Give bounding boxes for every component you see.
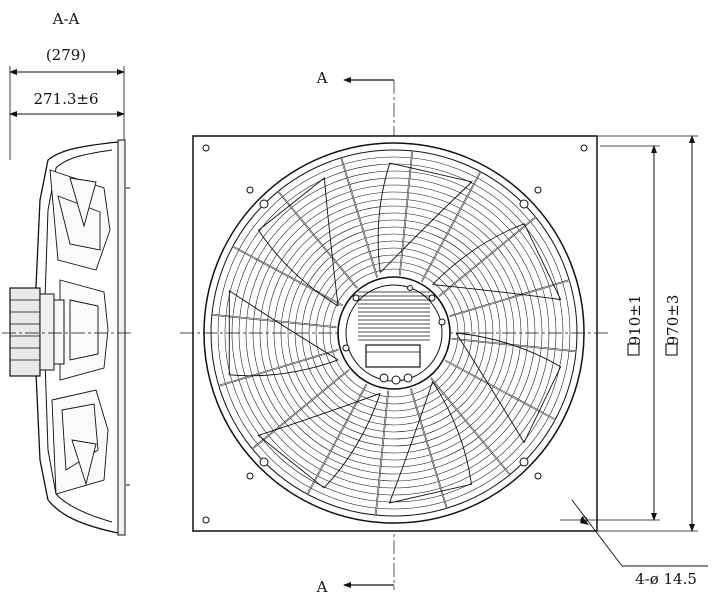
- side-motor: [9, 287, 41, 377]
- guard-ring: [308, 247, 480, 419]
- fan-blade: [455, 332, 562, 444]
- fan-blade: [388, 381, 472, 504]
- section-label: A-A: [52, 10, 80, 28]
- square-symbol-inner: [627, 343, 640, 356]
- front-view: A A: [180, 69, 708, 596]
- motor-hub: [337, 276, 451, 390]
- guard-ring: [259, 198, 529, 468]
- guard-ring: [301, 240, 487, 426]
- fan-blade: [377, 162, 473, 273]
- guard-ring: [315, 254, 473, 412]
- guard-ring: [252, 191, 536, 475]
- guard-ring: [217, 156, 571, 510]
- side-mounting-plate: [117, 139, 126, 536]
- fan-blade: [257, 393, 381, 489]
- fan-blade: [228, 289, 339, 377]
- guard-ring: [280, 219, 508, 447]
- guard-grille: [211, 150, 577, 516]
- section-marker-top: A: [316, 69, 328, 87]
- section-marker-bottom: A: [316, 578, 328, 596]
- guard-ring: [322, 261, 466, 405]
- guard-ring: [245, 184, 543, 482]
- guard-ring: [266, 205, 522, 461]
- hub-fins: [358, 291, 430, 341]
- shroud-ring: [203, 142, 585, 524]
- fan-blade: [432, 223, 562, 301]
- guard-ring: [231, 170, 557, 496]
- guard-tabs: [246, 186, 542, 480]
- side-view: A-A (279) 271.3±6: [2, 10, 132, 536]
- guard-ring: [238, 177, 550, 489]
- depth-tolerance-label: 271.3±6: [33, 90, 98, 108]
- overall-depth-label: (279): [46, 46, 86, 64]
- terminal-box: [365, 344, 421, 368]
- square-symbol-outer: [665, 343, 678, 356]
- mounting-holes-label: 4-ø 14.5: [635, 570, 697, 588]
- guard-ring: [273, 212, 515, 454]
- fan-blade: [257, 177, 339, 307]
- side-blades: [49, 169, 111, 495]
- hole-leader-line: [571, 499, 623, 567]
- inner-dimension-label: 910±1: [626, 295, 644, 346]
- guard-ring: [287, 226, 501, 440]
- outer-dimension-label: 970±3: [664, 295, 682, 346]
